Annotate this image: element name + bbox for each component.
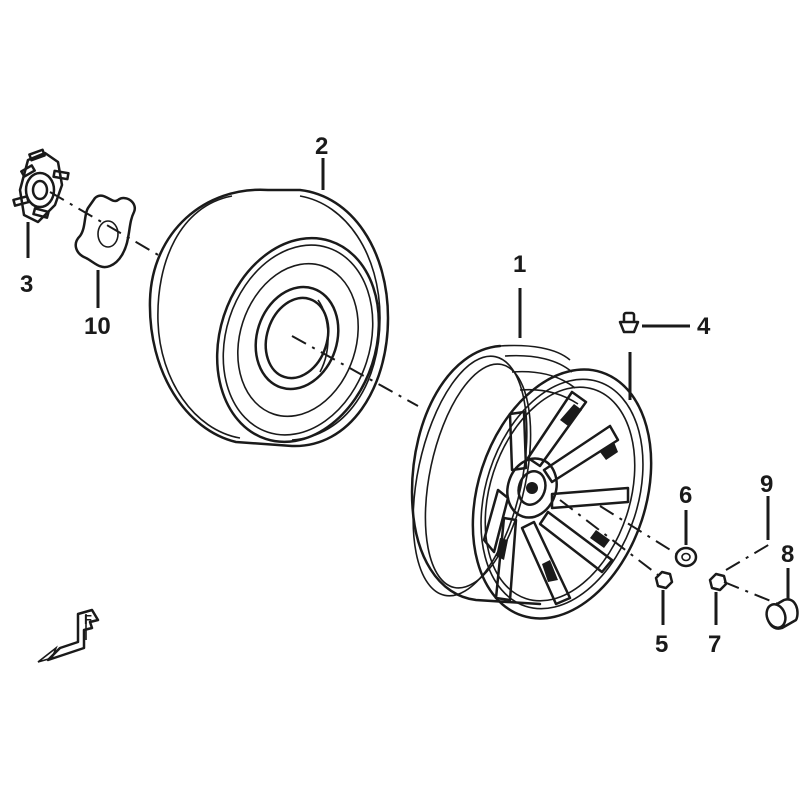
rim-spokes <box>482 390 630 606</box>
valve-stem-drawing <box>618 311 690 334</box>
small-nut-drawing <box>654 570 674 625</box>
callout-10: 10 <box>84 313 111 340</box>
callout-8: 8 <box>781 541 794 568</box>
callout-1: 1 <box>513 251 526 278</box>
callout-3: 3 <box>20 271 33 298</box>
washer-drawing <box>674 510 698 568</box>
tire-drawing <box>148 158 390 448</box>
callout-9: 9 <box>760 471 773 498</box>
callout-4: 4 <box>697 313 711 340</box>
gasket-drawing <box>74 194 137 308</box>
wheel-hub-drawing <box>12 148 70 258</box>
callout-2: 2 <box>315 133 328 160</box>
callout-7: 7 <box>708 631 721 658</box>
callout-5: 5 <box>655 631 668 658</box>
front-indicator-letter: F <box>84 612 92 627</box>
hub-cap-drawing <box>765 568 799 630</box>
front-direction-arrow-icon <box>37 608 100 663</box>
lug-nut-drawing <box>708 572 728 625</box>
wheel-rim-drawing <box>410 288 653 620</box>
callout-6: 6 <box>679 482 692 509</box>
